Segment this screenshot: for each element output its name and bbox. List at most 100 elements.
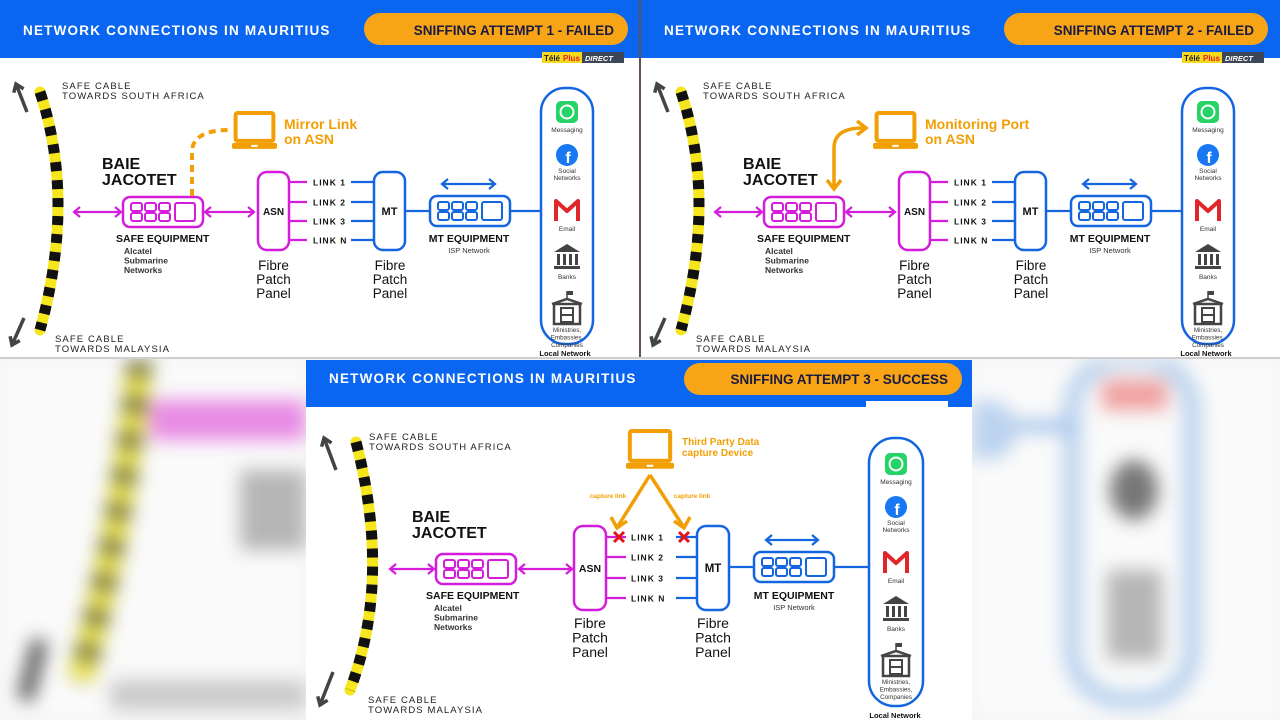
mt-caption: Fibre [1016,258,1047,273]
safe-equipment-title: SAFE EQUIPMENT [757,233,851,245]
local-item-label: Messaging [880,479,912,486]
building-roof [1192,297,1224,306]
port-icon [465,211,478,221]
facebook-f-glyph: f [894,502,900,519]
cable-label: SAFE CABLE [696,334,766,345]
bank-column [1204,254,1207,265]
mt-equipment-subtitle: ISP Network [1089,246,1131,255]
watermark-text: Télé [544,54,561,63]
arrow-head-right [855,119,869,137]
capture-link-label: capture link [674,493,711,500]
bidirectional-traffic-arrow [764,534,820,546]
arrow-head-left [388,563,397,575]
arrow-towards-malaysia [316,671,335,708]
local-item-label: Social [558,168,576,175]
site-name: BAIE [743,156,782,173]
port-icon [799,202,812,212]
link-label: LINK N [631,594,665,604]
local-item-label: Ministries, [882,679,911,686]
port-icon [1106,211,1119,221]
bank-roof [883,596,909,604]
bank-column [898,606,901,617]
header-notch [866,401,948,409]
mt-caption: Panel [695,644,731,660]
safe-equipment-vendor: Submarine [434,613,478,623]
port-icon [451,211,464,221]
link-label: LINK 2 [313,198,346,208]
port-icon [451,201,464,211]
arrow-head-left [203,206,212,218]
site-name: JACOTET [743,172,818,189]
link-label: LINK N [954,236,988,246]
mt-equipment-subtitle: ISP Network [448,246,490,255]
port-icon [775,567,788,577]
arrow-towards-south-africa [319,435,338,471]
arrow-towards-south-africa [653,81,670,113]
arrow-towards-malaysia [649,317,667,348]
mt-equipment-subtitle: ISP Network [773,603,815,612]
local-item-label: Email [559,226,576,233]
header-title: NETWORK CONNECTIONS IN MAURITIUS [23,23,331,38]
header-title: NETWORK CONNECTIONS IN MAURITIUS [664,23,972,38]
whatsapp-bg [556,101,578,123]
local-item-label: Email [888,578,905,585]
arrow-head-right [114,206,123,218]
safe-equipment-vendor: Alcatel [124,246,152,256]
arrow-head-right [427,563,436,575]
bank-column [904,606,907,617]
facebook-circle [885,496,907,518]
port-icon [1092,201,1105,211]
mt-caption: Panel [373,286,408,301]
bank-roof [1195,244,1221,252]
asn-label: ASN [904,207,925,218]
port-icon [471,559,484,569]
whatsapp-bubble [888,456,904,472]
arrow-head-left [764,534,773,546]
asn-label: ASN [263,207,284,218]
safe-equipment-vendor: Alcatel [434,603,462,613]
arrow-head-left [713,206,722,218]
arrow-head-right [888,206,897,218]
laptop-icon [873,111,918,149]
arrow-shaft [655,83,670,113]
laptop-icon [232,111,277,149]
local-item-label: Banks [558,274,577,281]
whatsapp-bg [885,453,907,475]
local-item-label: Ministries, [1194,327,1223,334]
whatsapp-icon [885,453,907,475]
port-icon [785,202,798,212]
port-icon [144,202,157,212]
local-network-container [867,436,925,708]
cable-label: TOWARDS MALAYSIA [368,705,483,716]
mt-caption: Patch [373,272,408,287]
gmail-icon [1195,199,1221,221]
attack-label: capture Device [682,448,754,459]
cable-label: TOWARDS MALAYSIA [55,344,170,355]
flag [1208,291,1214,295]
cut-x-icon [677,530,691,544]
whatsapp-bubble [1200,104,1216,120]
port-icon [465,201,478,211]
equipment-to-asn-link [517,563,574,575]
cable-stripes [344,440,379,692]
gmail-m [1195,199,1221,221]
watermark-text: Télé [1184,54,1201,63]
status-pill [684,363,962,395]
government-building-icon [880,643,912,678]
bank-icon [883,596,909,621]
bank-roof [554,244,580,252]
cable-label: SAFE CABLE [369,432,439,443]
asn-caption: Patch [256,272,291,287]
cable-label: TOWARDS MALAYSIA [696,344,811,355]
safe-equipment-vendor: Alcatel [765,246,793,256]
safe-equipment-vendor: Networks [434,622,473,632]
port-icon [144,212,157,222]
link-label: LINK 3 [954,217,987,227]
local-network-title: Local Network [1180,349,1232,358]
bank-column [1198,254,1201,265]
arrow-head [316,695,329,708]
capture-link-label: capture link [590,493,627,500]
status-pill [364,13,628,45]
